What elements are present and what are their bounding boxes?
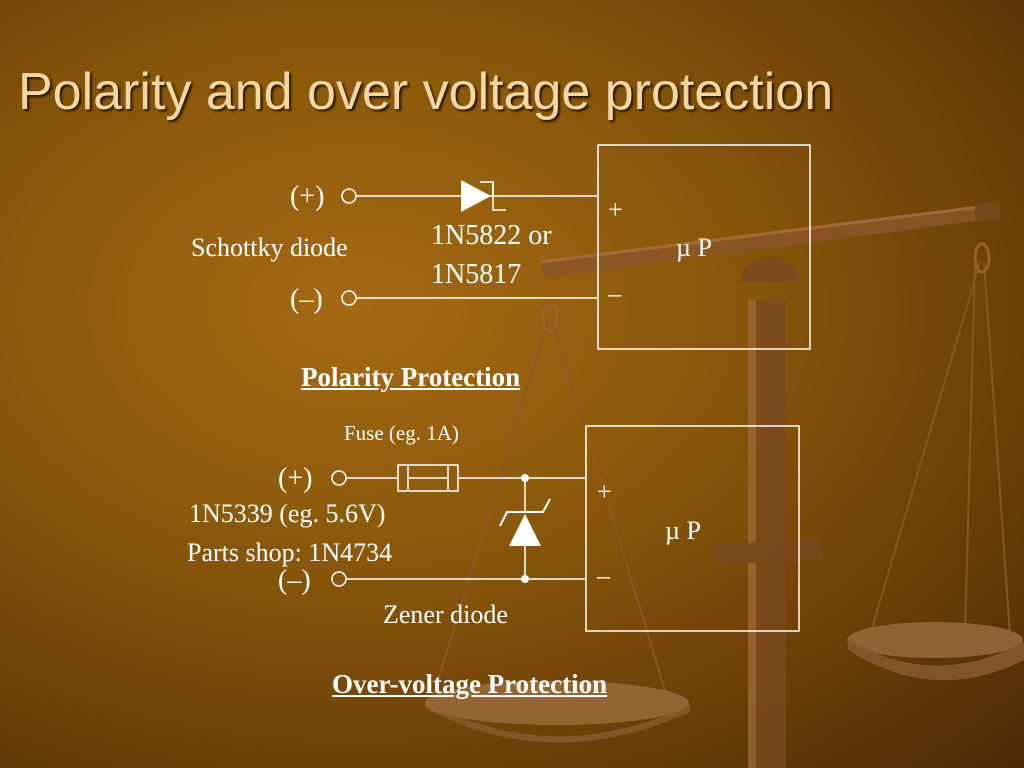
- minus-terminal-circle: [341, 290, 357, 306]
- microprocessor-box: [597, 144, 811, 350]
- minus-terminal-circle: [331, 571, 347, 587]
- diode-part-number-line1: 1N5822 or: [431, 220, 552, 251]
- zener-part-number-line1: 1N5339 (eg. 5.6V): [189, 499, 386, 528]
- box-plus-label: +: [608, 195, 623, 224]
- diode-part-number-line2: 1N5817: [431, 259, 522, 290]
- microprocessor-label: µ P: [676, 233, 712, 262]
- microprocessor-box: [585, 425, 800, 632]
- slide-title: Polarity and over voltage protection: [18, 63, 834, 121]
- schottky-diode-symbol: [461, 180, 506, 212]
- plus-terminal-circle: [331, 470, 347, 486]
- minus-terminal-label: (–): [278, 565, 311, 596]
- plus-terminal-label: (+): [290, 181, 325, 212]
- box-plus-label: +: [597, 477, 612, 506]
- balance-scale-illustration: [425, 200, 1024, 768]
- overvoltage-circuit: [331, 425, 800, 632]
- box-minus-label: _: [608, 270, 621, 299]
- schottky-diode-label: Schottky diode: [191, 233, 348, 262]
- minus-terminal-label: (–): [290, 284, 323, 315]
- fuse-symbol: [397, 464, 459, 492]
- microprocessor-label: µ P: [665, 516, 701, 545]
- zener-diode-label: Zener diode: [383, 600, 508, 629]
- zener-part-number-line2: Parts shop: 1N4734: [187, 538, 393, 567]
- polarity-protection-heading: Polarity Protection: [301, 362, 521, 392]
- zener-diode-symbol: [499, 474, 551, 583]
- box-minus-label: _: [597, 552, 610, 581]
- plus-terminal-label: (+): [278, 463, 313, 494]
- plus-terminal-circle: [341, 188, 357, 204]
- polarity-circuit: [341, 144, 811, 350]
- fuse-label: Fuse (eg. 1A): [344, 421, 459, 445]
- overvoltage-protection-heading: Over-voltage Protection: [332, 669, 608, 699]
